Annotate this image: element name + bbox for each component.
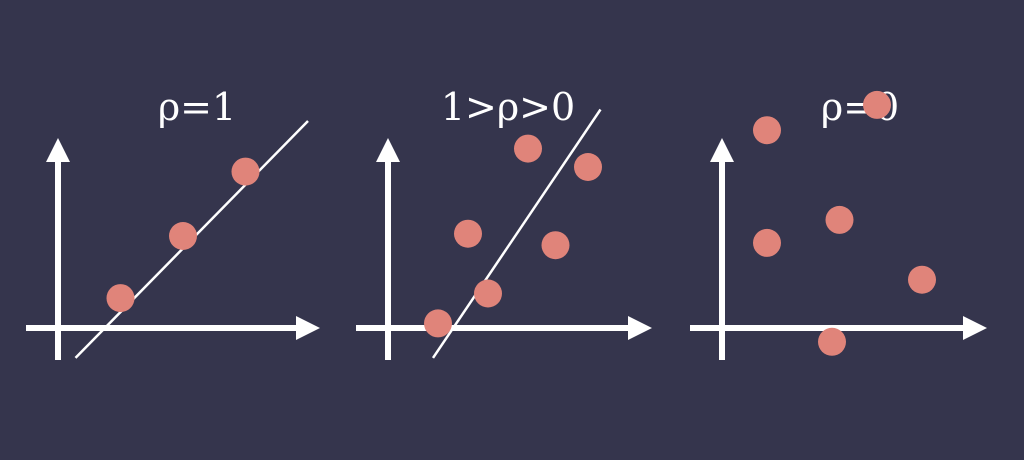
data-point-perfect <box>169 222 197 250</box>
data-point-partial <box>514 134 542 163</box>
x-axis-arrow-icon <box>628 316 652 340</box>
data-point-none <box>753 116 781 145</box>
data-point-partial <box>541 231 570 260</box>
data-point-none <box>863 90 891 119</box>
y-axis-arrow-icon <box>46 138 70 162</box>
data-point-perfect <box>231 157 260 186</box>
data-point-partial <box>474 279 502 308</box>
panel-title-perfect-correlation: ρ=1 <box>157 85 237 129</box>
x-axis-arrow-icon <box>296 316 320 340</box>
fit-line-partial <box>431 108 602 359</box>
x-axis-arrow-icon <box>963 316 987 340</box>
y-axis-arrow-icon <box>376 138 400 162</box>
data-point-none <box>818 327 846 356</box>
y-axis-arrow-icon <box>710 138 734 162</box>
data-point-none <box>908 265 936 294</box>
data-point-partial <box>574 153 602 181</box>
data-point-partial <box>454 219 482 248</box>
data-point-partial <box>424 309 452 338</box>
data-point-none <box>825 205 854 234</box>
panel-title-partial-correlation: 1>ρ>0 <box>440 85 576 129</box>
data-point-perfect <box>106 284 135 313</box>
data-point-none <box>753 228 781 257</box>
